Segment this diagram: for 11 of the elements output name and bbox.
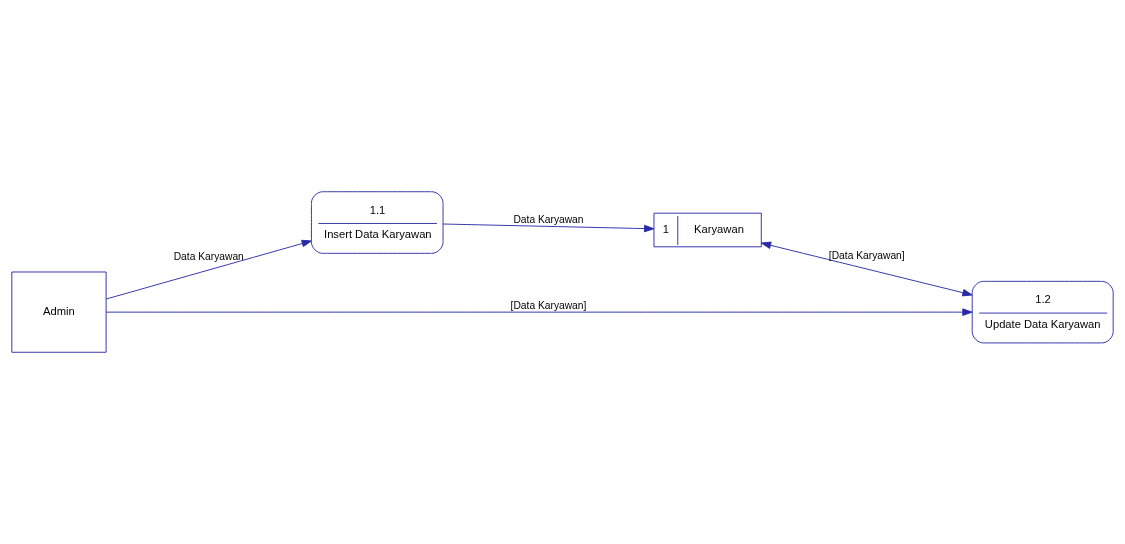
node-box: 1.1 Insert Data Karyawan	[310, 191, 444, 254]
arrow	[442, 223, 655, 233]
node-box: Admin	[11, 271, 107, 353]
node-box: 1.2 Update Data Karyawan	[971, 280, 1114, 344]
edge-label: [Data Karyawan]	[828, 249, 905, 261]
edge-label: [Data Karyawan]	[510, 300, 587, 312]
edge-label: Data Karyawan	[513, 214, 584, 226]
edge-label: Data Karyawan	[173, 250, 244, 262]
arrow	[760, 241, 973, 297]
arrow	[105, 308, 973, 316]
arrow	[105, 239, 312, 300]
